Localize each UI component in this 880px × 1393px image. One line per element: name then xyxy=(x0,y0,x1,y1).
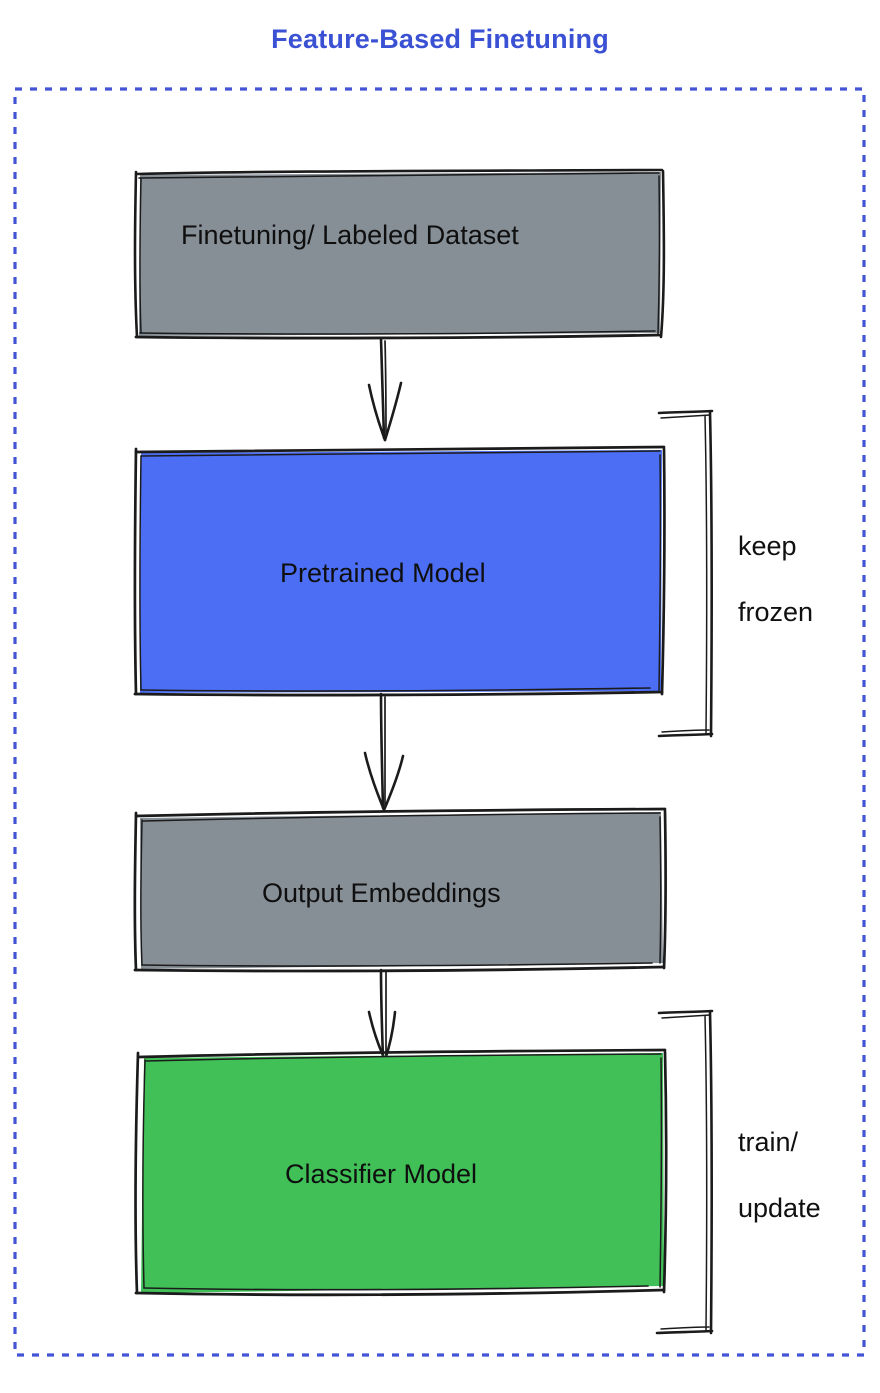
annotation-train-update-line2: update xyxy=(738,1192,821,1223)
annotation-keep-frozen-line2: frozen xyxy=(738,596,814,627)
node-finetuning-dataset[interactable] xyxy=(133,168,666,340)
bracket-right-icon-train-update xyxy=(655,1009,714,1335)
annotation-train-update-line1: train/ xyxy=(738,1126,799,1157)
arrow-down-icon-pretrained-to-embeddings xyxy=(363,692,405,812)
arrow-down-icon-dataset-to-pretrained xyxy=(367,337,403,442)
node-label-output-embeddings: Output Embeddings xyxy=(262,878,501,908)
page-title: Feature-Based Finetuning xyxy=(271,24,609,54)
annotation-train-update: train/ update xyxy=(738,1093,821,1258)
arrow-down-icon-embeddings-to-classifier xyxy=(367,968,397,1062)
node-label-finetuning-dataset: Finetuning/ Labeled Dataset xyxy=(181,220,519,250)
annotation-keep-frozen: keep frozen xyxy=(738,497,813,662)
node-label-pretrained-model: Pretrained Model xyxy=(280,558,486,588)
bracket-right-icon-keep-frozen xyxy=(657,409,714,738)
node-label-classifier-model: Classifier Model xyxy=(285,1159,478,1189)
annotation-keep-frozen-line1: keep xyxy=(738,530,797,561)
